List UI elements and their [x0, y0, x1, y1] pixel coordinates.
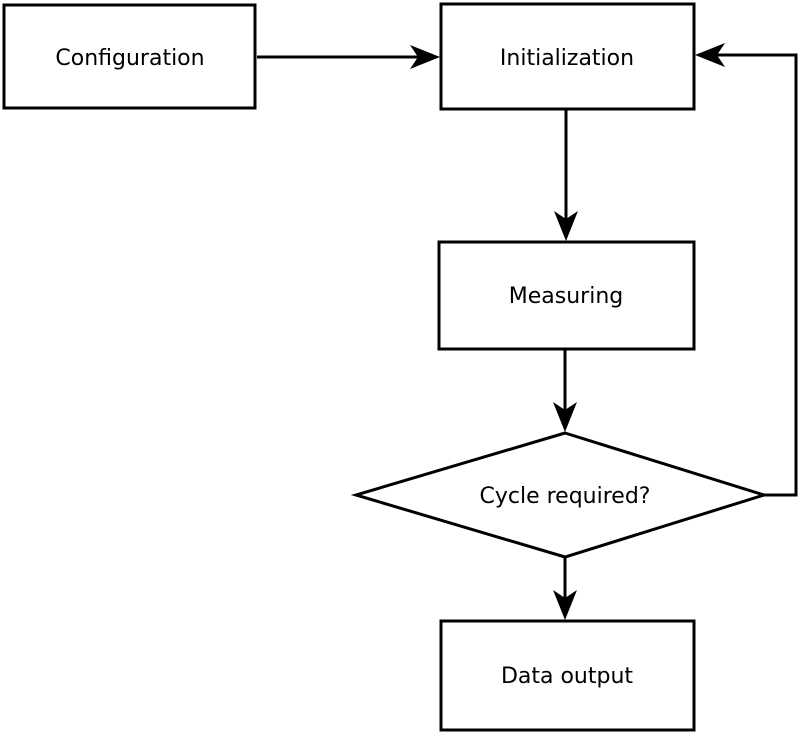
node-data-output-box [439, 619, 696, 732]
node-configuration-box [2, 3, 257, 110]
edge-initialization-to-measuring [554, 110, 578, 241]
edge-line [717, 53, 798, 497]
node-initialization-box [439, 2, 696, 111]
node-initialization: Initialization [439, 2, 696, 111]
node-measuring-box [437, 240, 696, 351]
node-configuration-label: Configuration [55, 46, 204, 71]
node-data-output: Data output [439, 619, 696, 732]
node-measuring: Measuring [437, 240, 696, 351]
node-cycle-required-diamond [350, 431, 770, 559]
node-configuration: Configuration [2, 3, 257, 110]
node-data-output-label: Data output [501, 664, 633, 689]
arrowhead-right-icon [410, 45, 440, 69]
edge-cycle-required-loop-to-initialization [695, 43, 798, 497]
arrowhead-left-icon [695, 43, 725, 67]
node-measuring-label: Measuring [509, 284, 623, 309]
arrowhead-down-icon [554, 211, 578, 241]
arrowhead-down-icon [553, 590, 577, 620]
node-cycle-required-label: Cycle required? [480, 484, 651, 509]
node-cycle-required: Cycle required? [350, 431, 770, 559]
edge-measuring-to-cycle-required [553, 350, 577, 432]
edge-configuration-to-initialization [257, 45, 440, 69]
edge-cycle-required-to-data-output [553, 557, 577, 620]
node-initialization-label: Initialization [500, 46, 634, 71]
arrowhead-down-icon [553, 402, 577, 432]
